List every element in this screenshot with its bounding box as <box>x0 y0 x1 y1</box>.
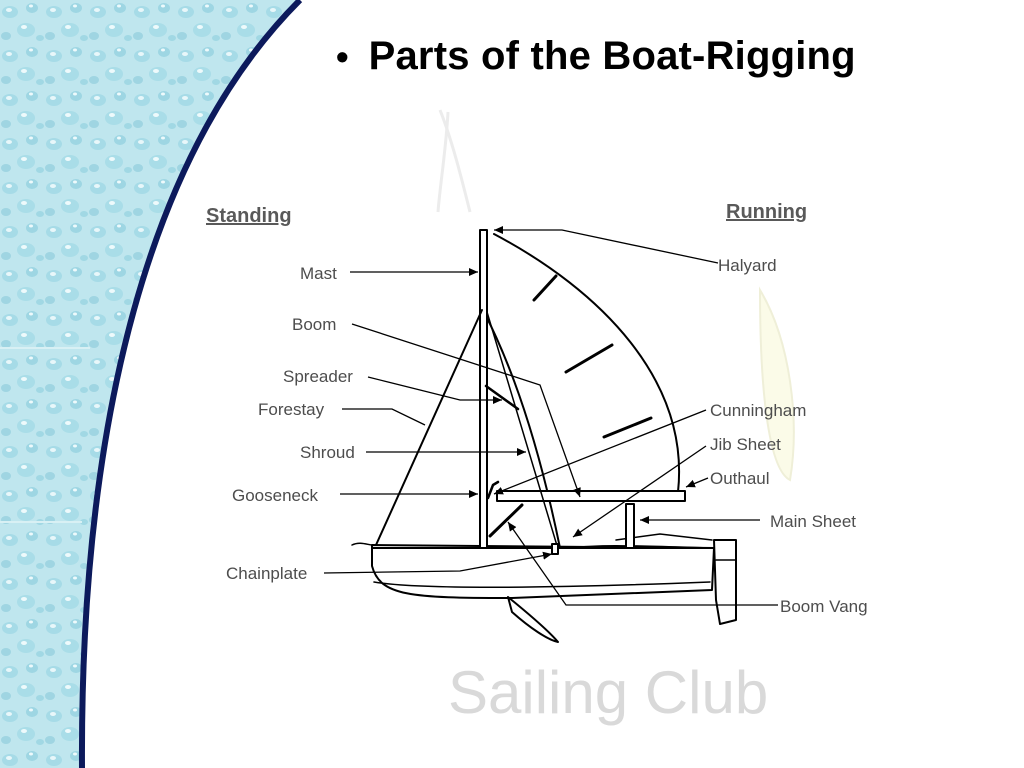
heading-standing: Standing <box>206 205 292 227</box>
leader-forestay <box>342 408 426 426</box>
label-boom-vang: Boom Vang <box>780 597 868 616</box>
leader-jib-sheet <box>572 445 707 538</box>
slide-title: Parts of the Boat-Rigging <box>368 34 856 78</box>
leader-outhaul <box>685 477 709 488</box>
label-main-sheet: Main Sheet <box>770 512 856 531</box>
batten <box>602 416 653 439</box>
label-outhaul: Outhaul <box>710 469 770 488</box>
mainsail <box>493 233 681 493</box>
leader-chainplate <box>323 551 553 574</box>
label-cunningham: Cunningham <box>710 401 807 420</box>
batten <box>532 274 558 302</box>
leader-spreader <box>367 376 502 404</box>
mast <box>479 229 488 549</box>
label-jib-sheet: Jib Sheet <box>710 435 781 454</box>
centreboard <box>507 596 559 643</box>
label-forestay: Forestay <box>258 400 325 419</box>
label-spreader: Spreader <box>283 367 353 386</box>
label-boom: Boom <box>292 315 337 334</box>
label-shroud: Shroud <box>300 443 355 462</box>
slide-title-row: • Parts of the Boat-Rigging <box>336 34 856 79</box>
sailing-club-watermark: Sailing Club <box>448 659 769 726</box>
label-chainplate: Chainplate <box>226 564 308 583</box>
leader-boom-vang <box>507 521 778 606</box>
label-gooseneck: Gooseneck <box>232 486 318 505</box>
boom-vang <box>488 503 524 538</box>
label-mast: Mast <box>300 264 337 283</box>
leader-halyard <box>494 226 719 264</box>
leader-boom <box>351 323 581 498</box>
forestay <box>375 309 483 546</box>
batten <box>564 343 614 374</box>
rudder <box>713 539 737 625</box>
spreader <box>484 384 520 411</box>
shroud <box>486 311 559 550</box>
boom <box>496 490 686 502</box>
heading-running: Running <box>726 201 808 223</box>
label-halyard: Halyard <box>718 256 777 275</box>
title-bullet: • <box>336 35 349 77</box>
leader-cunningham <box>493 409 707 495</box>
